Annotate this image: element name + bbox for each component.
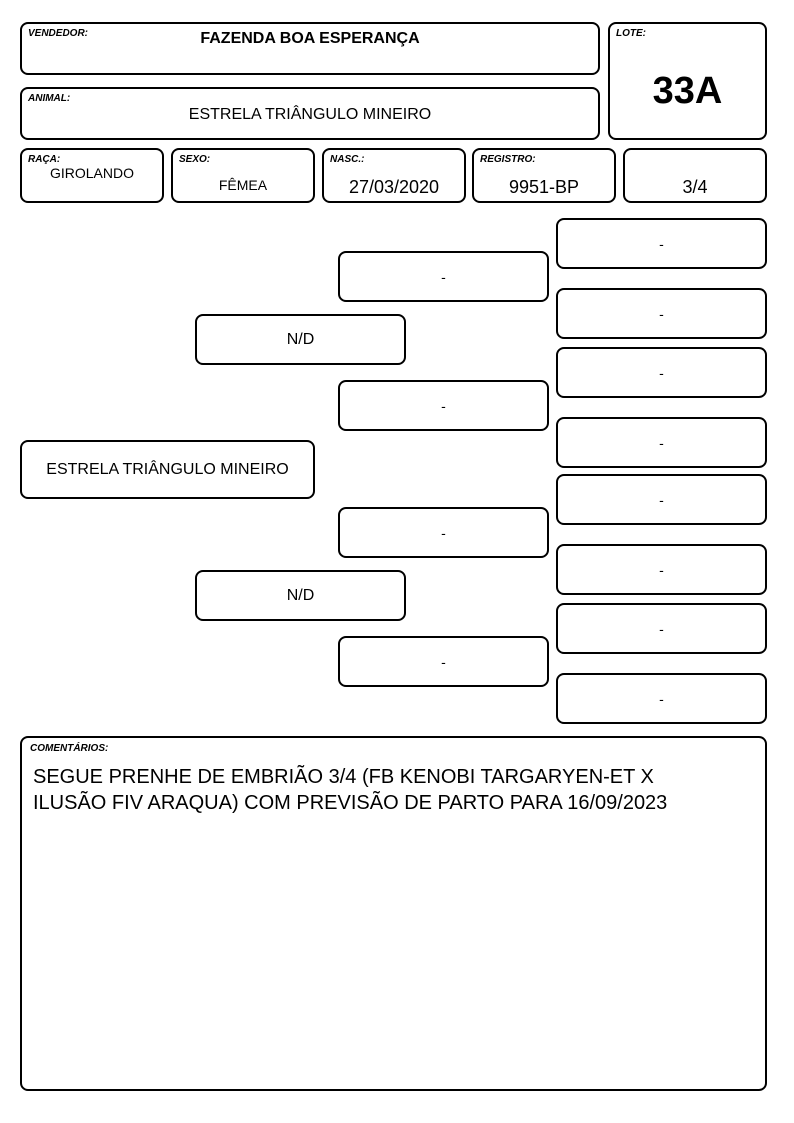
registro-value: 9951-BP <box>508 177 580 197</box>
animal-label: ANIMAL: <box>28 93 71 104</box>
nasc-field: NASC.: 27/03/2020 <box>322 148 466 203</box>
lote-field: LOTE: 33A <box>608 22 767 140</box>
comments-label: COMENTÁRIOS: <box>30 743 109 754</box>
registro-label: REGISTRO: <box>480 154 536 165</box>
pedigree-grandparent: - <box>338 636 549 687</box>
comments-line: SEGUE PRENHE DE EMBRIÃO 3/4 (FB KENOBI T… <box>33 766 654 788</box>
raca-field: RAÇA: GIROLANDO <box>20 148 164 203</box>
comments-line: ILUSÃO FIV ARAQUA) COM PREVISÃO DE PARTO… <box>33 792 668 814</box>
comments-box: COMENTÁRIOS: SEGUE PRENHE DE EMBRIÃO 3/4… <box>20 736 767 1091</box>
grau-field: 3/4 <box>623 148 767 203</box>
vendedor-label: VENDEDOR: <box>28 28 89 39</box>
lote-label: LOTE: <box>616 28 646 39</box>
animal-value: ESTRELA TRIÂNGULO MINEIRO <box>188 106 432 123</box>
nasc-value: 27/03/2020 <box>348 177 440 197</box>
pedigree-grandparent: - <box>338 380 549 431</box>
pedigree-grandparent: - <box>338 251 549 302</box>
pedigree-great-grandparent: - <box>556 417 767 468</box>
sexo-label: SEXO: <box>179 154 211 165</box>
vendedor-field: VENDEDOR: FAZENDA BOA ESPERANÇA <box>20 22 600 75</box>
pedigree-sire: N/D <box>195 314 406 365</box>
pedigree-animal: ESTRELA TRIÂNGULO MINEIRO <box>20 440 315 499</box>
pedigree-great-grandparent: - <box>556 603 767 654</box>
sexo-field: SEXO: FÊMEA <box>171 148 315 203</box>
pedigree-great-grandparent: - <box>556 288 767 339</box>
nasc-label: NASC.: <box>330 154 365 165</box>
pedigree-dam: N/D <box>195 570 406 621</box>
vendedor-value: FAZENDA BOA ESPERANÇA <box>200 30 420 47</box>
raca-label: RAÇA: <box>28 154 61 165</box>
animal-field: ANIMAL: ESTRELA TRIÂNGULO MINEIRO <box>20 87 600 140</box>
pedigree-great-grandparent: - <box>556 673 767 724</box>
sexo-value: FÊMEA <box>218 177 268 193</box>
pedigree-great-grandparent: - <box>556 474 767 525</box>
pedigree-great-grandparent: - <box>556 347 767 398</box>
grau-value: 3/4 <box>682 177 708 197</box>
pedigree-great-grandparent: - <box>556 218 767 269</box>
raca-value: GIROLANDO <box>49 165 134 181</box>
pedigree-grandparent: - <box>338 507 549 558</box>
lote-value: 33A <box>652 70 723 112</box>
comments-text: SEGUE PRENHE DE EMBRIÃO 3/4 (FB KENOBI T… <box>33 764 667 816</box>
registro-field: REGISTRO: 9951-BP <box>472 148 616 203</box>
pedigree-great-grandparent: - <box>556 544 767 595</box>
